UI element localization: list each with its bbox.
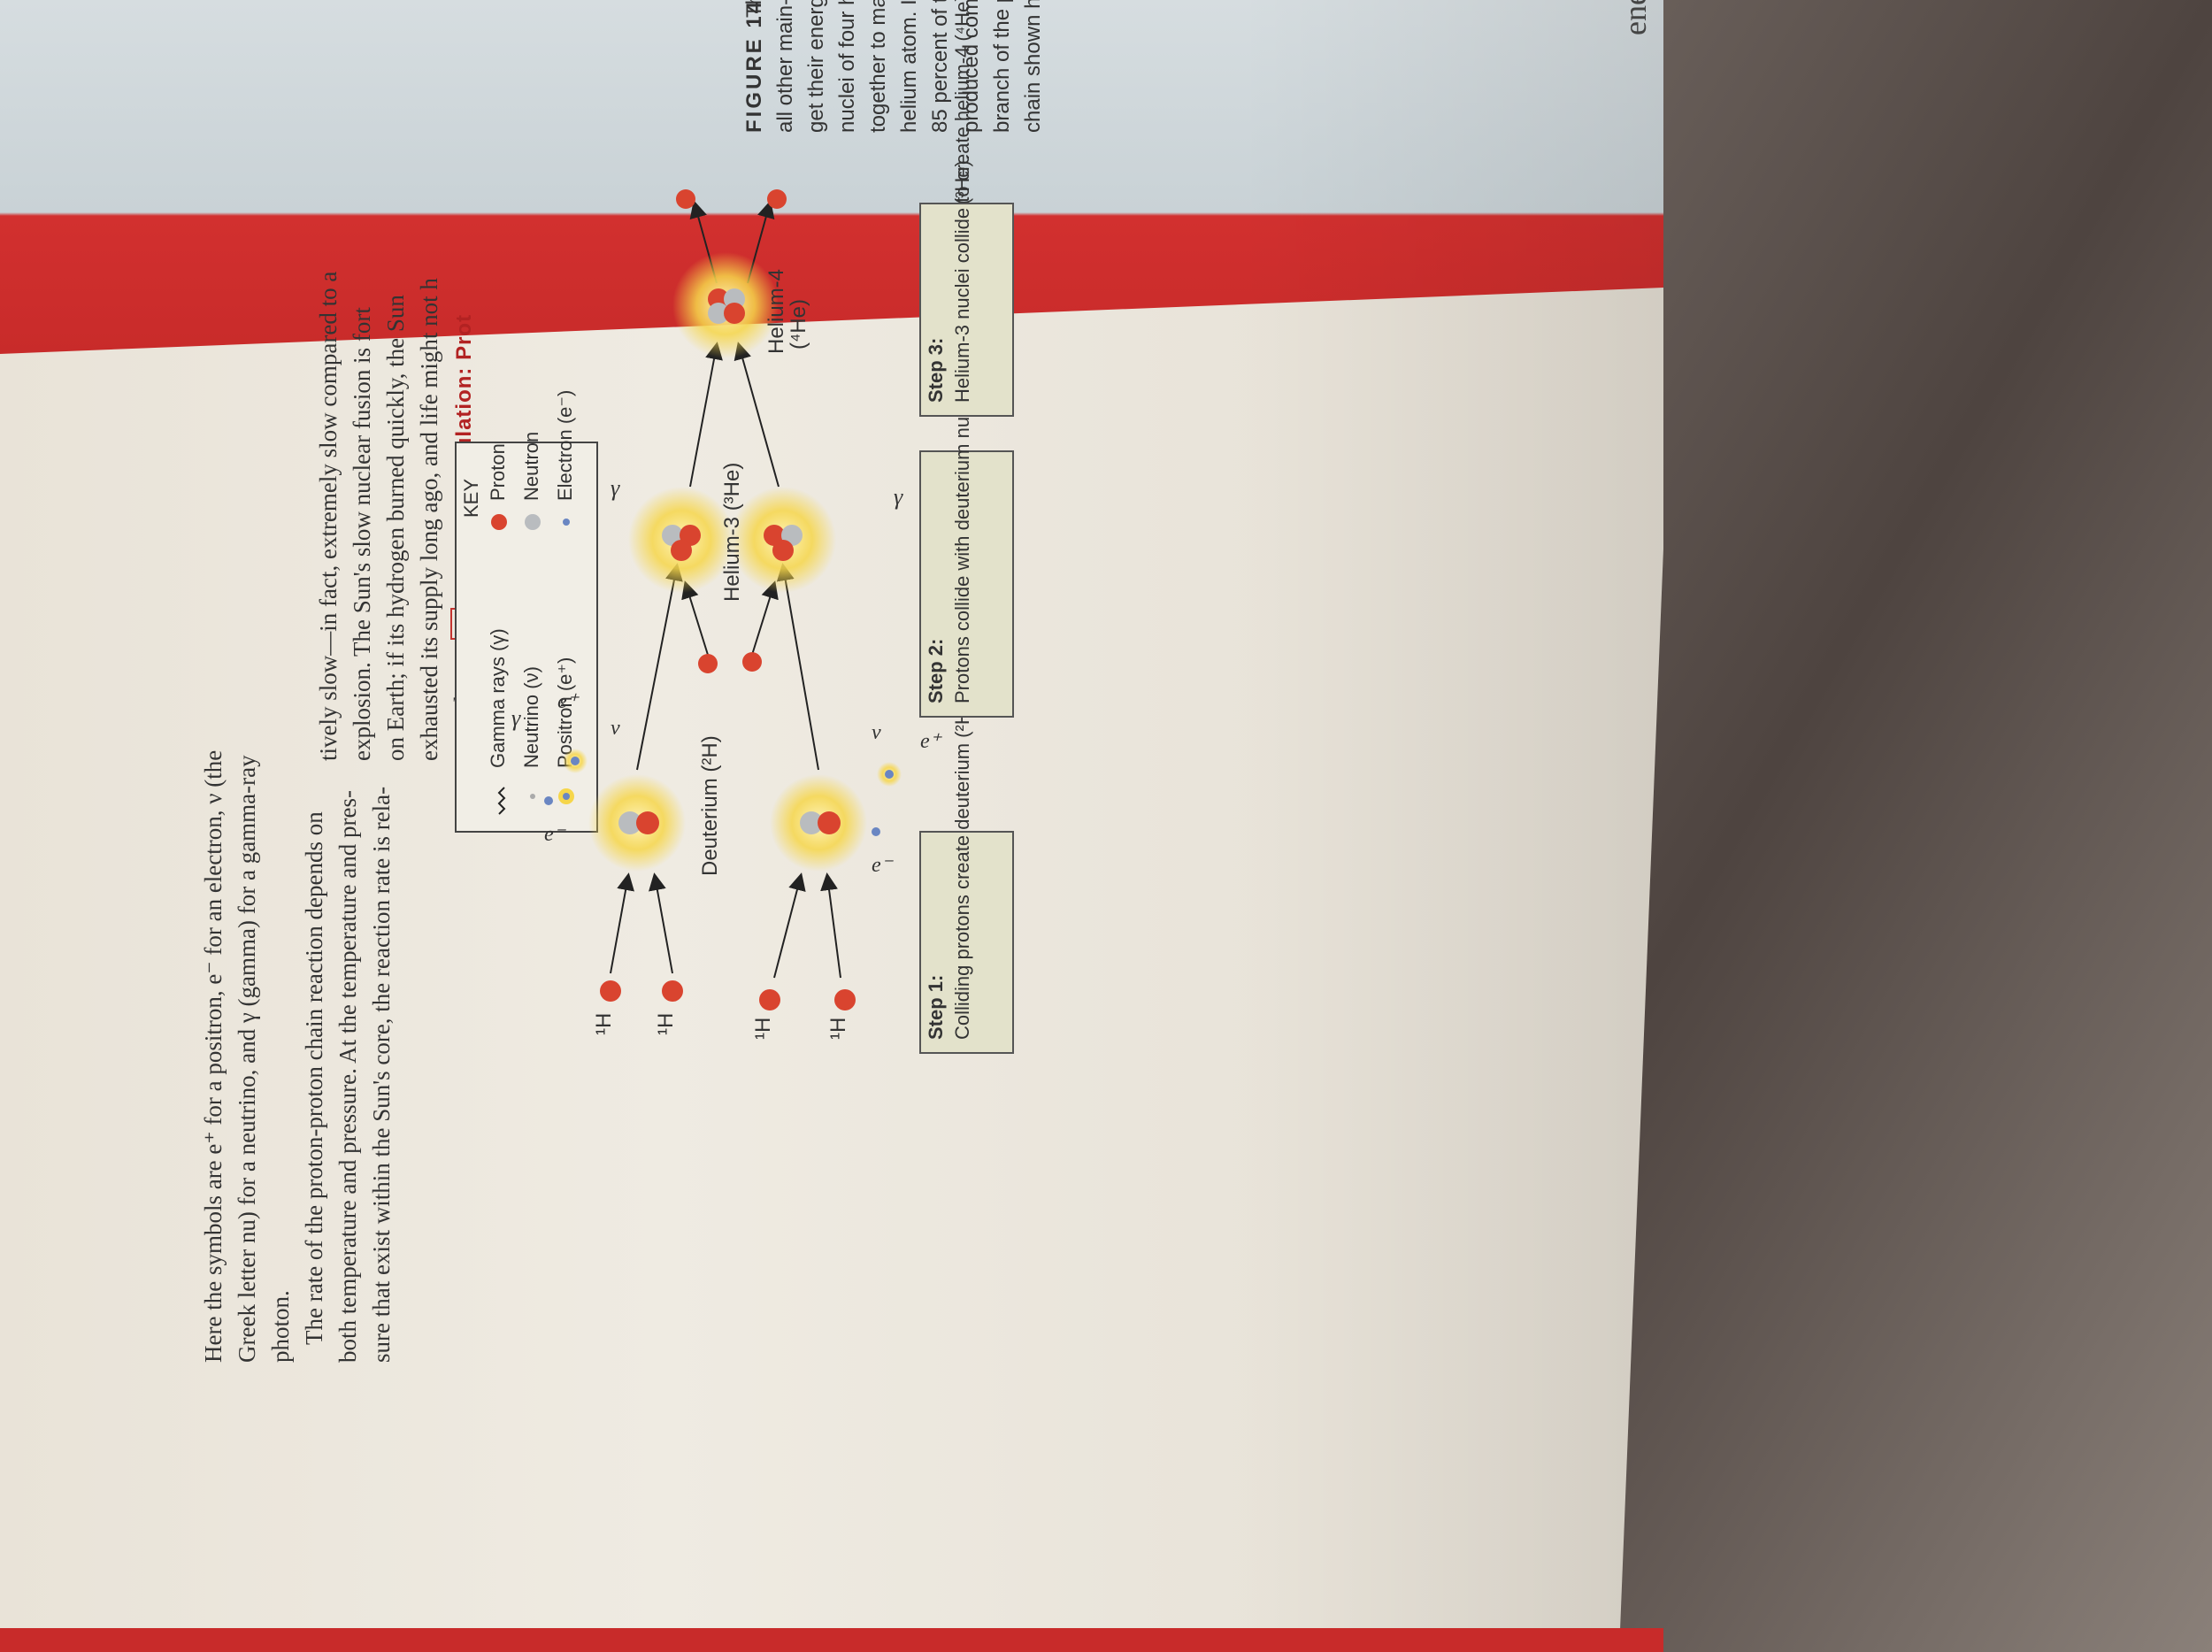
- bottom-red-stripe: [0, 1628, 1663, 1652]
- page-shadow: [1239, 0, 1663, 1652]
- red-margin-band: [0, 0, 1663, 354]
